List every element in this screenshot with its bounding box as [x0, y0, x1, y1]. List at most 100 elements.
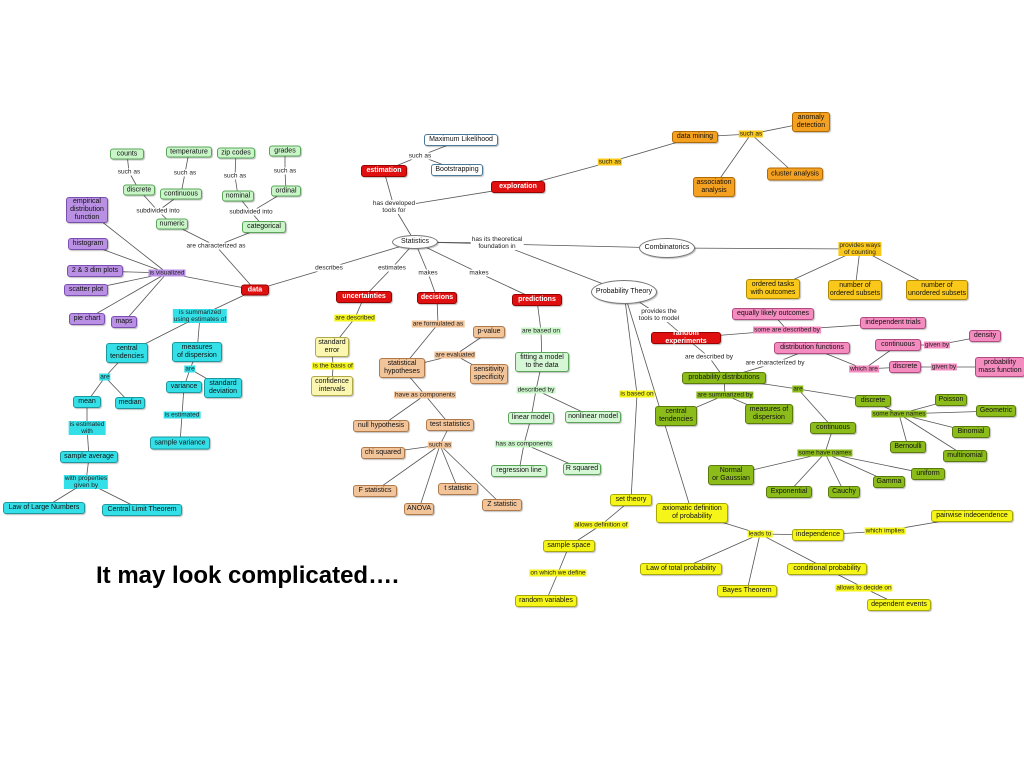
concept-node-ordsubsets: number of ordered subsets	[828, 280, 882, 300]
connector-line	[750, 133, 796, 175]
concept-node-decisions: decisions	[417, 292, 457, 304]
concept-node-binomial: Binomial	[952, 426, 990, 438]
link-label-charby: are characterized by	[744, 359, 806, 367]
concept-node-distfuncs: distribution functions	[774, 342, 850, 354]
concept-node-dimplots: 2 & 3 dim plots	[67, 265, 123, 277]
concept-node-categorical: categorical	[242, 221, 286, 233]
concept-node-totalprob: Law of total probability	[640, 563, 722, 575]
concept-node-nullhyp: null hypothesis	[353, 420, 409, 432]
concept-node-continuous2: continuous	[875, 339, 921, 351]
link-label-isbasedon: is based on	[619, 390, 655, 398]
link-label-whichdefine: on which we define	[529, 569, 587, 577]
link-label-withprops: with properties given by	[63, 475, 109, 489]
concept-node-anova: ANOVA	[404, 503, 434, 515]
concept-node-sampleavg: sample average	[60, 451, 118, 463]
link-label-whichimplies: which implies	[864, 527, 906, 535]
link-label-evaluated: are evaluated	[434, 351, 476, 359]
concept-node-temperature: temperature	[166, 146, 212, 158]
link-label-aredesc: are described	[334, 314, 376, 322]
concept-node-dispersion1: measures of dispersion	[172, 342, 222, 362]
concept-node-discrete1: discrete	[123, 184, 155, 196]
connector-line	[439, 444, 503, 506]
concept-node-estimation: estimation	[361, 165, 407, 177]
connector-line	[418, 444, 441, 510]
link-label-waysofcount: provides ways of counting	[838, 242, 882, 256]
concept-node-fstat: F statistics	[353, 485, 397, 497]
connector-line	[824, 452, 845, 493]
concept-node-bernoulli: Bernoulli	[890, 441, 926, 453]
concept-node-stderr: standard error	[315, 337, 349, 357]
concept-node-tstat: t statistic	[438, 483, 478, 495]
link-label-suchas4: such as	[272, 167, 298, 175]
concept-node-condprob: conditional probability	[787, 563, 867, 575]
concept-node-data: data	[241, 284, 269, 296]
concept-node-randvars: random experiments	[651, 330, 721, 345]
link-label-are1: are	[99, 373, 111, 381]
concept-node-samplevariance: sample variance	[150, 436, 210, 450]
link-label-formulated: are formulated as	[411, 320, 465, 328]
link-label-givenby2: given by	[930, 363, 958, 371]
link-label-leadsto: leads to	[747, 530, 773, 538]
concept-node-pvalue: p-value	[473, 326, 505, 338]
link-label-allowsdef: allows definition of	[573, 521, 629, 529]
concept-node-independence: independence	[792, 529, 844, 541]
concept-node-central2: central tendencies	[655, 406, 697, 426]
link-label-allowsdecide: allows to decide on	[835, 584, 893, 592]
link-label-describes: describes	[314, 264, 344, 272]
concept-node-association: association analysis	[693, 177, 735, 197]
connector-line	[623, 291, 638, 395]
concept-node-unordsubsets: number of unordered subsets	[906, 280, 968, 300]
link-label-summby: are summarized by	[696, 391, 754, 399]
concept-node-dependent: dependent events	[867, 599, 931, 611]
connector-line	[623, 291, 693, 514]
connector-line	[374, 444, 441, 492]
concept-node-pairwise: pairwise indeoendence	[931, 510, 1013, 522]
concept-node-gamma: Gamma	[873, 476, 905, 488]
link-label-subdiv2: subdivided into	[228, 208, 274, 216]
concept-node-stathyp: statistical hypotheses	[379, 358, 425, 378]
concept-node-samplespace: sample space	[543, 540, 595, 552]
concept-node-bootstrapping: Bootstrapping	[431, 164, 483, 176]
link-label-are3: are	[792, 385, 804, 393]
concept-node-numeric: numeric	[156, 218, 188, 230]
concept-node-stddev: standard deviation	[204, 378, 242, 398]
concept-node-maps: maps	[111, 316, 137, 328]
connector-line	[788, 452, 826, 493]
concept-node-probtheory: Probability Theory	[591, 280, 657, 304]
link-label-foundation: has its theoretical foundation in	[470, 236, 524, 250]
link-label-somedesc: some are described by	[753, 326, 821, 334]
link-label-suchas7: such as	[738, 130, 764, 138]
concept-node-chisq: chi squared	[361, 447, 405, 459]
link-label-hasdev: has developed tools for	[371, 200, 417, 214]
link-label-makes1: makes	[417, 269, 439, 277]
connector-line	[666, 247, 861, 250]
connector-line	[746, 533, 761, 592]
concept-node-continuous1: continuous	[160, 188, 202, 200]
concept-node-statistics: Statistics	[392, 235, 438, 249]
concept-node-probdists: probability distributions	[682, 372, 766, 384]
concept-node-randomvariables: random variables	[515, 595, 577, 607]
link-label-suchas3: such as	[222, 172, 248, 180]
concept-node-discrete3: discrete	[855, 395, 891, 407]
link-label-basis: is the basis of	[312, 362, 354, 370]
concept-node-equallylikely: equally likely outcomes	[732, 308, 814, 320]
concept-node-linmodel: linear model	[508, 412, 554, 424]
link-label-whichare: which are	[849, 365, 879, 373]
concept-node-clt: Central Limit Theorem	[102, 504, 182, 516]
link-label-isest1: is estimated with	[68, 421, 106, 435]
connector-line	[797, 388, 834, 429]
concept-node-histogram: histogram	[68, 238, 108, 250]
link-label-describedby: described by	[516, 386, 556, 394]
concept-node-datamining: data mining	[672, 131, 718, 143]
concept-node-predictions: predictions	[512, 294, 562, 306]
concept-node-nominal: nominal	[222, 190, 254, 202]
link-label-hascomp: has as components	[494, 440, 554, 448]
concept-node-poisson: Poisson	[935, 394, 967, 406]
concept-node-lln: Law of Large Numbers	[3, 502, 85, 514]
link-label-suchas6: such as	[597, 158, 623, 166]
link-label-arechar: are characterized as	[185, 242, 247, 250]
link-label-suchas5: such as	[407, 152, 433, 160]
link-label-basedon1: are based on	[521, 327, 561, 335]
concept-node-indtrials: independent trials	[860, 317, 926, 329]
